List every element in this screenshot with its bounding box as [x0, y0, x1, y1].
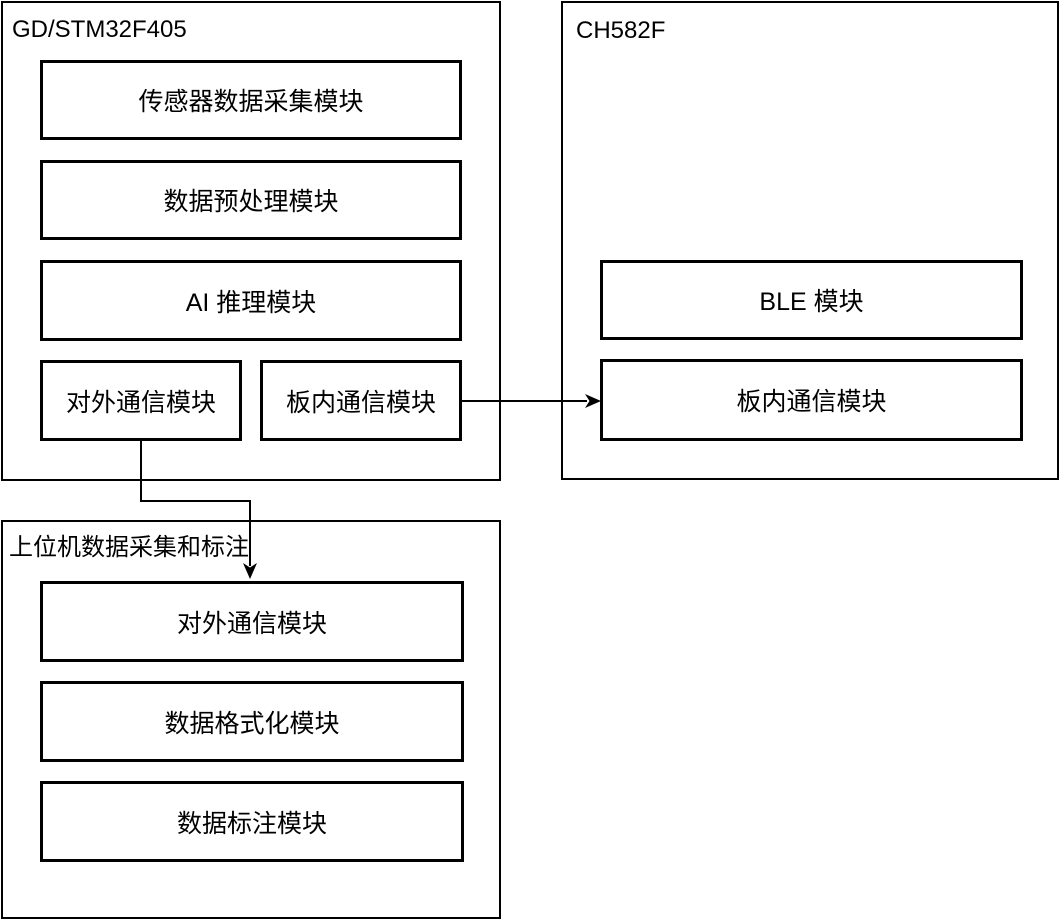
module-label: 传感器数据采集模块 — [138, 88, 364, 116]
module-label: 数据预处理模块 — [163, 188, 339, 216]
module-label: 数据格式化模块 — [164, 709, 340, 738]
module-box-ai: AI 推理模块 — [40, 260, 462, 341]
module-box-ext-comm: 对外通信模块 — [40, 360, 242, 441]
module-box-format: 数据格式化模块 — [40, 681, 464, 762]
container-mcu-title: GD/STM32F405 — [12, 16, 187, 43]
module-box-annotate: 数据标注模块 — [40, 781, 464, 862]
module-label: 数据标注模块 — [176, 809, 327, 838]
container-mcu: GD/STM32F405 传感器数据采集模块 数据预处理模块 AI 推理模块 对… — [1, 1, 501, 481]
container-host-title: 上位机数据采集和标注 — [9, 534, 249, 561]
module-box-board-comm: 板内通信模块 — [260, 360, 462, 441]
module-box-ble: BLE 模块 — [600, 260, 1023, 340]
module-label: BLE 模块 — [759, 288, 864, 316]
module-box-ext-comm: 对外通信模块 — [40, 581, 464, 662]
module-label: 板内通信模块 — [736, 388, 887, 416]
module-label: 板内通信模块 — [285, 388, 436, 417]
container-ch582f-title: CH582F — [576, 17, 666, 44]
module-label: 对外通信模块 — [65, 388, 216, 417]
container-ch582f: CH582F BLE 模块 板内通信模块 — [561, 1, 1059, 480]
module-box-sensor: 传感器数据采集模块 — [40, 60, 462, 140]
module-label: 对外通信模块 — [176, 609, 327, 638]
module-box-preprocess: 数据预处理模块 — [40, 160, 462, 240]
container-host: 上位机数据采集和标注 对外通信模块 数据格式化模块 数据标注模块 — [1, 520, 501, 919]
module-label: AI 推理模块 — [185, 288, 317, 317]
module-box-board-comm: 板内通信模块 — [600, 359, 1023, 441]
